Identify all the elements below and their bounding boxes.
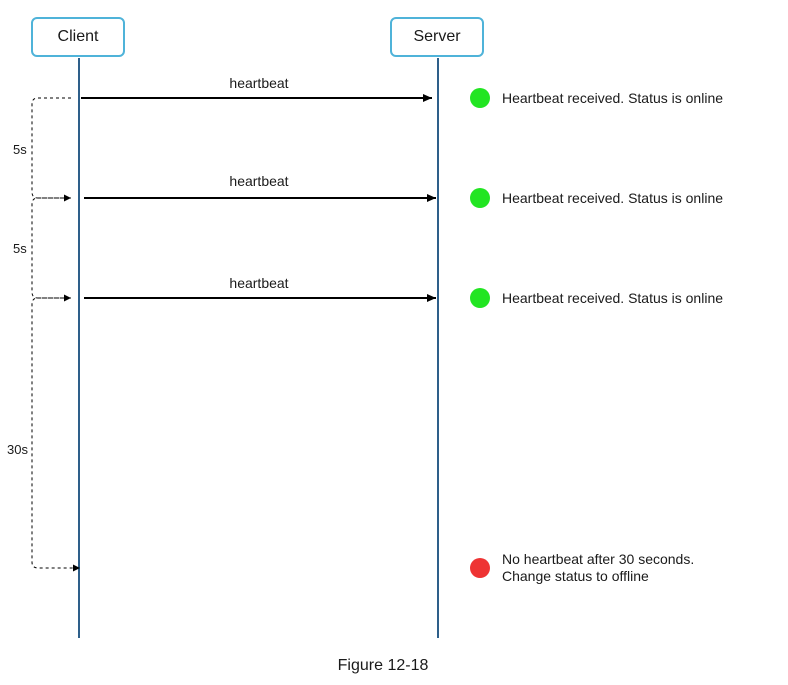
status-row: Heartbeat received. Status is online bbox=[470, 88, 723, 108]
client-actor: Client bbox=[31, 17, 125, 57]
client-label: Client bbox=[57, 28, 99, 45]
status-dot bbox=[470, 188, 490, 208]
message-label: heartbeat bbox=[229, 275, 289, 291]
interval-bracket bbox=[31, 297, 80, 572]
message-label: heartbeat bbox=[229, 173, 289, 189]
client-lifeline bbox=[78, 58, 80, 638]
status-dot bbox=[470, 88, 490, 108]
server-lifeline bbox=[437, 58, 439, 638]
status-text: Heartbeat received. Status is online bbox=[502, 189, 724, 206]
interval-label: 5s bbox=[13, 142, 27, 157]
figure-caption: Figure 12-18 bbox=[337, 657, 429, 674]
interval-bracket bbox=[31, 97, 71, 202]
interval-label: 30s bbox=[7, 442, 28, 457]
server-label: Server bbox=[413, 28, 461, 45]
interval-label: 5s bbox=[13, 241, 27, 256]
status-text: Heartbeat received. Status is online bbox=[502, 89, 724, 106]
status-row: No heartbeat after 30 seconds. Change st… bbox=[470, 551, 694, 585]
status-row: Heartbeat received. Status is online bbox=[470, 288, 723, 308]
status-text: No heartbeat after 30 seconds. Change st… bbox=[502, 551, 695, 584]
server-actor: Server bbox=[390, 17, 484, 57]
message-label: heartbeat bbox=[229, 75, 289, 91]
status-dot bbox=[470, 558, 490, 578]
interval-bracket bbox=[31, 197, 71, 302]
status-text: Heartbeat received. Status is online bbox=[502, 289, 724, 306]
status-row: Heartbeat received. Status is online bbox=[470, 188, 723, 208]
status-dot bbox=[470, 288, 490, 308]
